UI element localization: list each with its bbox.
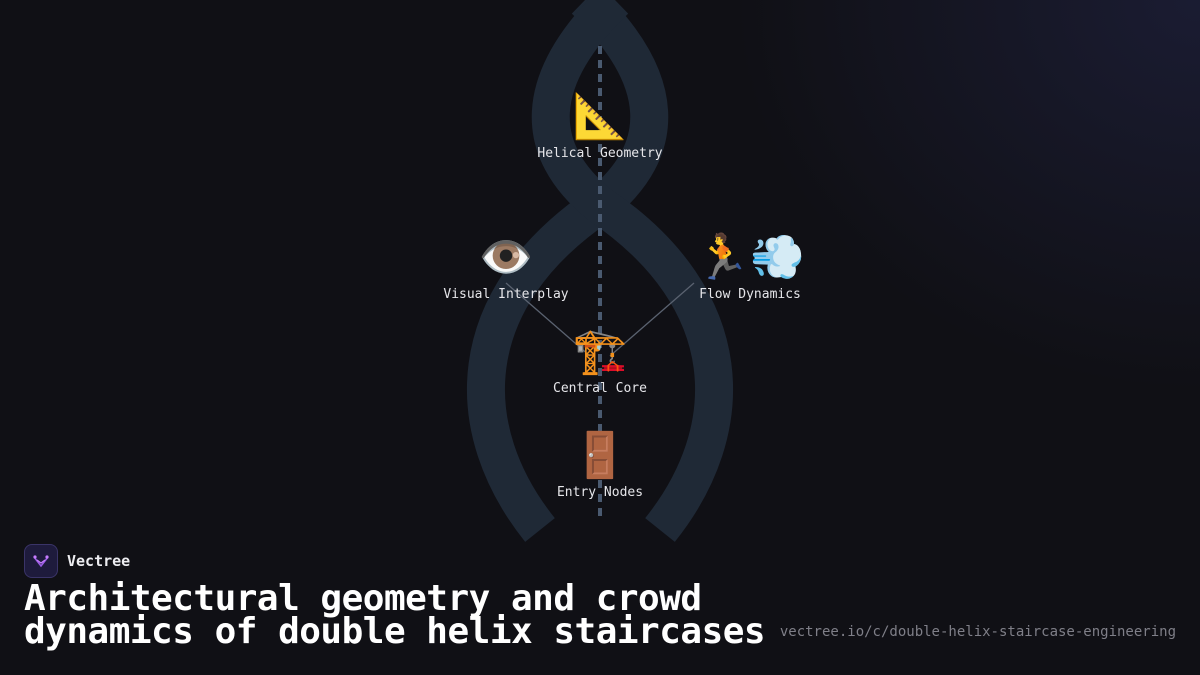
construction-crane-icon: 🏗️ [572, 326, 628, 377]
node-label: Helical Geometry [537, 146, 663, 161]
runner-dash-icon: 🏃💨 [695, 232, 805, 283]
brand-name: Vectree [67, 552, 131, 570]
node-label: Central Core [553, 381, 647, 396]
node-label: Flow Dynamics [699, 287, 801, 302]
helix-strand-a [466, 0, 669, 542]
node-central-core: 🏗️ Central Core [500, 326, 700, 397]
page-title: Architectural geometry and crowd dynamic… [24, 578, 766, 652]
node-visual-interplay: 👁️ Visual Interplay [406, 232, 606, 303]
edge-visual-interplay-central-core [505, 282, 591, 357]
node-label: Entry Nodes [556, 485, 644, 500]
node-helical-geometry: 📐 Helical Geometry [500, 91, 700, 162]
node-flow-dynamics: 🏃💨 Flow Dynamics [640, 232, 860, 303]
triangular-ruler-icon: 📐 [572, 91, 628, 142]
brand: Vectree [24, 544, 130, 578]
node-entry-nodes: 🚪 Entry Nodes [500, 430, 700, 501]
door-icon: 🚪 [572, 430, 628, 481]
eye-icon: 👁️ [478, 232, 534, 283]
source-url[interactable]: vectree.io/c/double-helix-staircase-engi… [779, 624, 1176, 640]
node-label: Visual Interplay [443, 287, 569, 302]
edge-flow-dynamics-central-core [609, 282, 695, 357]
vectree-logo-icon [24, 544, 58, 578]
helix-strand-b [531, 0, 734, 542]
